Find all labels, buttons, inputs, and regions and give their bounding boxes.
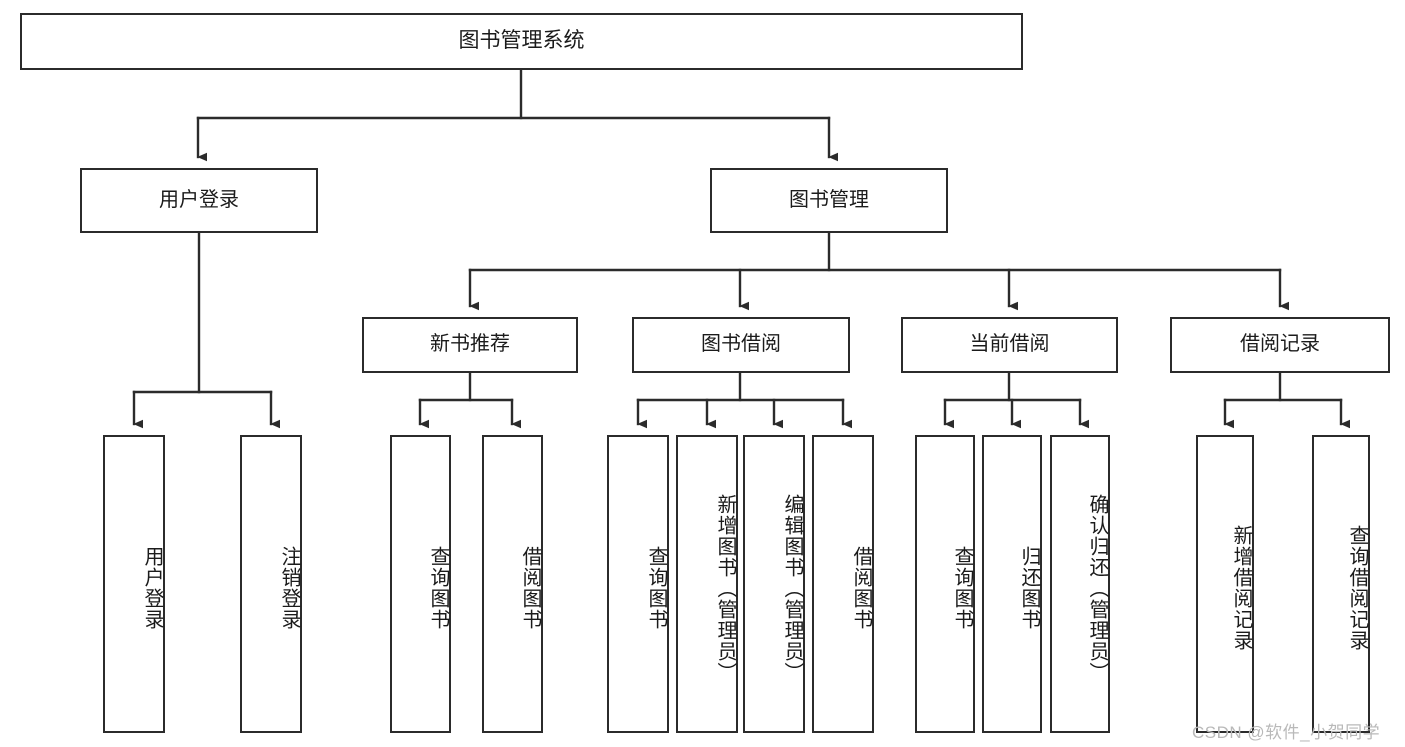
watermark: CSDN @软件_小贺同学 — [1192, 723, 1381, 742]
leaf-confirm-return[interactable]: 确认归还（管理员） — [1050, 435, 1110, 733]
node-current-borrow-label: 当前借阅 — [969, 333, 1050, 356]
leaf-logout[interactable]: 注销登录 — [240, 435, 302, 733]
leaf-borrow-book[interactable]: 借阅图书 — [812, 435, 874, 733]
leaf-borrow-book-new-label: 借阅图书 — [519, 546, 541, 630]
leaf-borrow-book-label: 借阅图书 — [850, 546, 872, 630]
leaf-logout-label: 注销登录 — [278, 546, 300, 630]
node-book-borrow-label: 图书借阅 — [701, 333, 781, 356]
leaf-add-borrow-record[interactable]: 新增借阅记录 — [1196, 435, 1254, 733]
leaf-edit-book-label: 编辑图书（管理员） — [781, 493, 803, 683]
leaf-query-borrow-record-label: 查询借阅记录 — [1346, 525, 1368, 651]
node-current-borrow[interactable]: 当前借阅 — [901, 317, 1118, 373]
leaf-query-book-current-label: 查询图书 — [951, 546, 973, 630]
leaf-query-book-new[interactable]: 查询图书 — [390, 435, 451, 733]
leaf-query-book-borrow-label: 查询图书 — [645, 546, 667, 630]
leaf-add-book[interactable]: 新增图书（管理员） — [676, 435, 738, 733]
node-user-login[interactable]: 用户登录 — [80, 168, 318, 233]
node-book-management[interactable]: 图书管理 — [710, 168, 948, 233]
leaf-edit-book[interactable]: 编辑图书（管理员） — [743, 435, 805, 733]
leaf-user-login-label: 用户登录 — [141, 546, 163, 630]
leaf-add-borrow-record-label: 新增借阅记录 — [1230, 525, 1252, 651]
leaf-add-book-label: 新增图书（管理员） — [714, 493, 736, 683]
leaf-borrow-book-new[interactable]: 借阅图书 — [482, 435, 543, 733]
leaf-user-login[interactable]: 用户登录 — [103, 435, 165, 733]
node-book-borrow[interactable]: 图书借阅 — [632, 317, 850, 373]
leaf-return-book[interactable]: 归还图书 — [982, 435, 1042, 733]
node-borrow-records[interactable]: 借阅记录 — [1170, 317, 1390, 373]
node-root[interactable]: 图书管理系统 — [20, 13, 1023, 70]
node-borrow-records-label: 借阅记录 — [1240, 333, 1320, 356]
node-root-label: 图书管理系统 — [458, 29, 585, 53]
node-book-management-label: 图书管理 — [789, 188, 869, 211]
leaf-query-book-current[interactable]: 查询图书 — [915, 435, 975, 733]
node-user-login-label: 用户登录 — [159, 188, 239, 211]
leaf-confirm-return-label: 确认归还（管理员） — [1086, 493, 1108, 683]
leaf-query-book-borrow[interactable]: 查询图书 — [607, 435, 669, 733]
leaf-return-book-label: 归还图书 — [1018, 546, 1040, 630]
leaf-query-book-new-label: 查询图书 — [427, 546, 449, 630]
node-new-book-recommend[interactable]: 新书推荐 — [362, 317, 578, 373]
node-new-book-recommend-label: 新书推荐 — [430, 333, 510, 356]
leaf-query-borrow-record[interactable]: 查询借阅记录 — [1312, 435, 1370, 733]
